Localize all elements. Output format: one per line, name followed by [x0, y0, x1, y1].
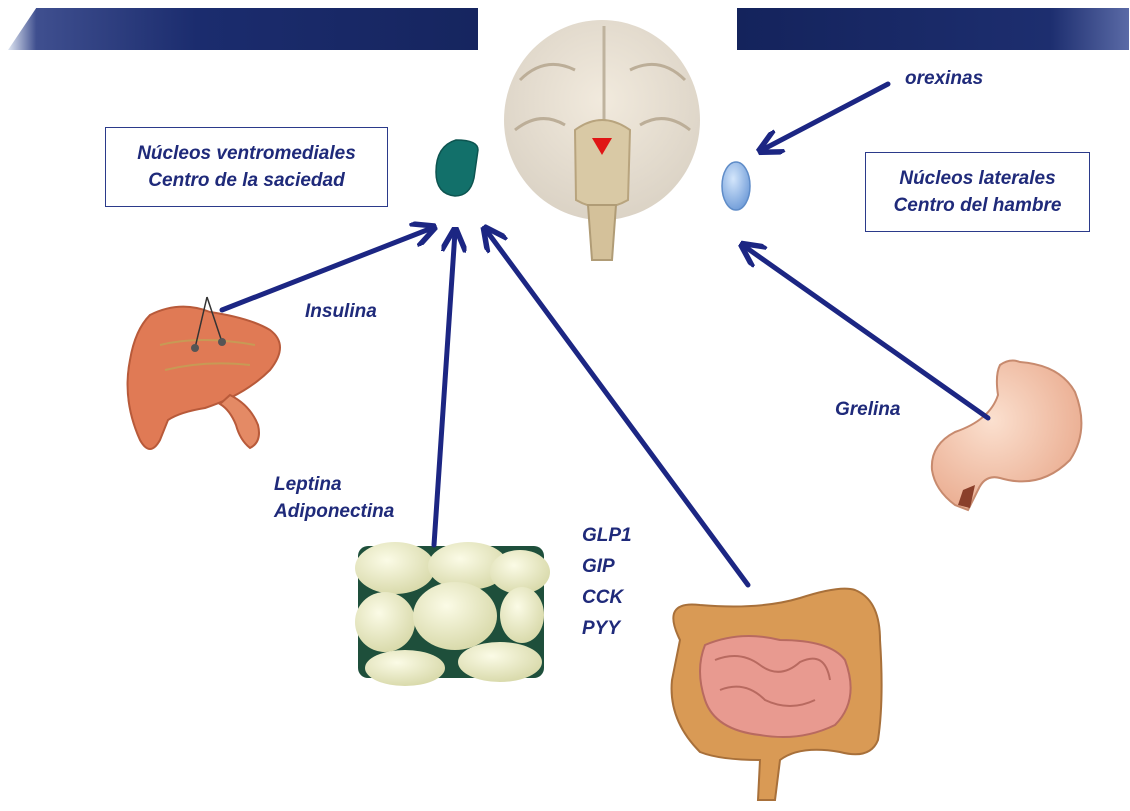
- arrow-grelina: [744, 246, 988, 418]
- stomach-illustration: [932, 361, 1082, 510]
- satiety-center-box: Núcleos ventromediales Centro de la saci…: [105, 127, 388, 207]
- satiety-box-line1: Núcleos ventromediales: [106, 140, 387, 167]
- intestine-illustration: [672, 589, 882, 800]
- satiety-nucleus-shape: [436, 140, 478, 196]
- label-pyy: PYY: [582, 615, 620, 642]
- label-orexinas: orexinas: [905, 65, 983, 92]
- hunger-center-box: Núcleos laterales Centro del hambre: [865, 152, 1090, 232]
- label-adiponectina: Adiponectina: [274, 498, 394, 525]
- hunger-nucleus-shape: [722, 162, 750, 210]
- label-gip: GIP: [582, 553, 615, 580]
- adipose-tissue-illustration: [355, 542, 550, 686]
- satiety-box-line2: Centro de la saciedad: [106, 167, 387, 194]
- label-insulina: Insulina: [305, 298, 377, 325]
- label-grelina: Grelina: [835, 396, 900, 423]
- arrow-orexinas: [762, 84, 888, 150]
- label-glp1: GLP1: [582, 522, 632, 549]
- brain-illustration: [504, 20, 700, 260]
- hunger-box-line2: Centro del hambre: [866, 192, 1089, 219]
- pancreas-illustration: [128, 297, 280, 449]
- hunger-box-line1: Núcleos laterales: [866, 165, 1089, 192]
- label-cck: CCK: [582, 584, 623, 611]
- label-leptina: Leptina: [274, 471, 342, 498]
- arrow-leptina: [434, 232, 455, 545]
